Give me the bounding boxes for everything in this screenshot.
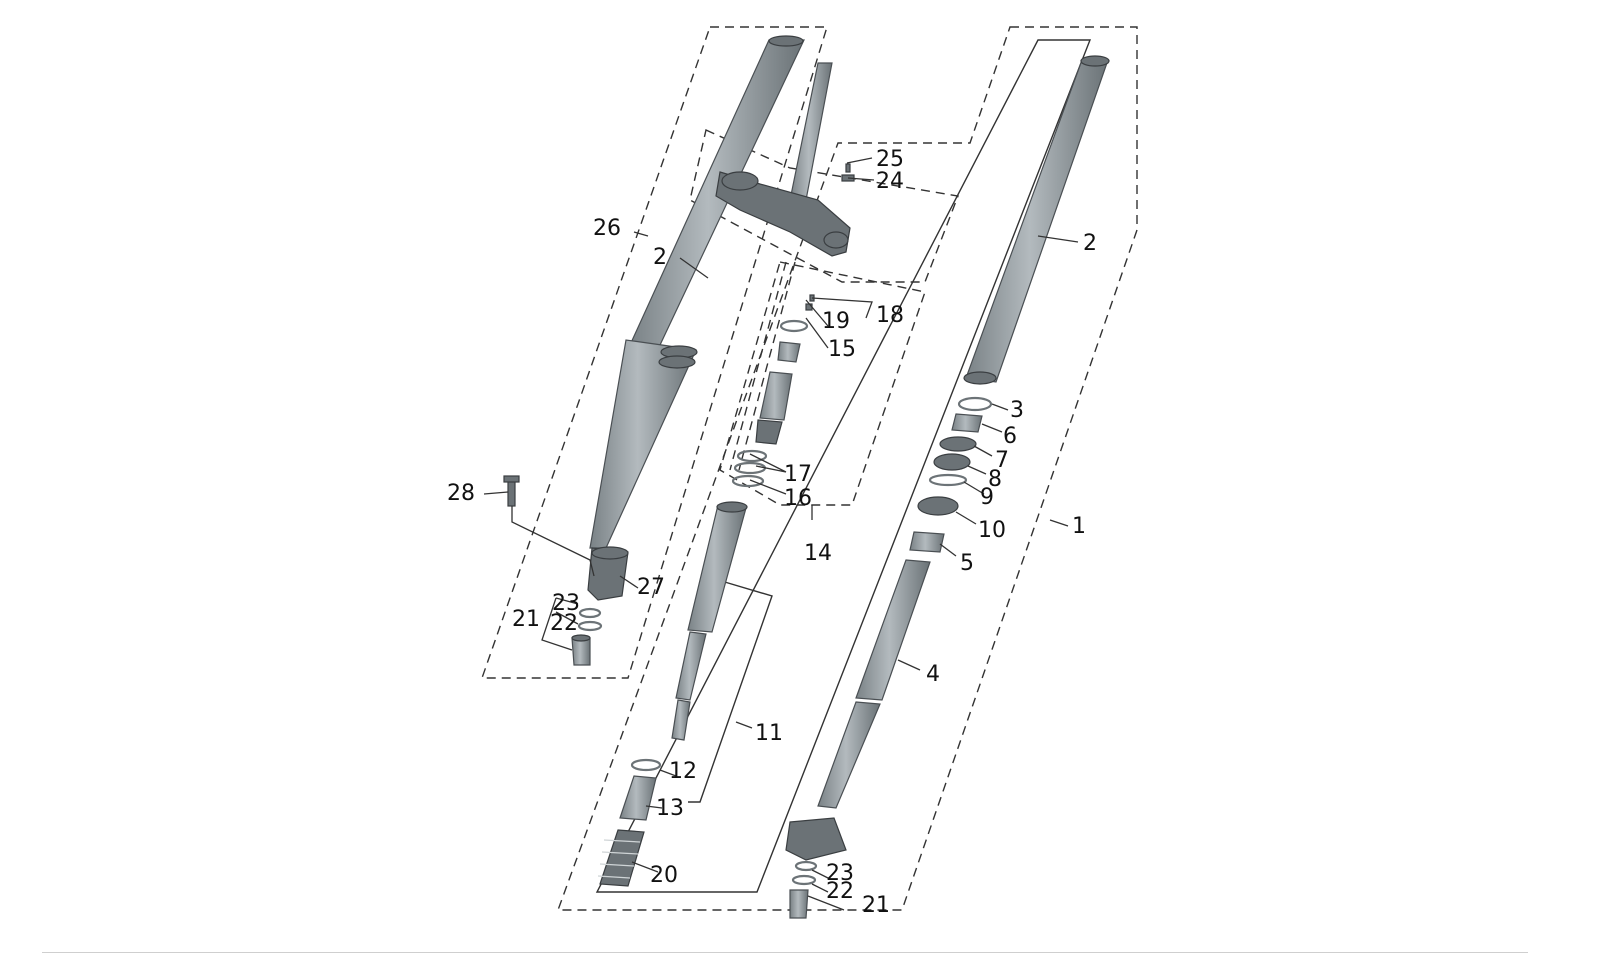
- assembly-1-boundary: [556, 26, 1138, 911]
- callout-1: 1: [1072, 514, 1086, 539]
- callout-21-left: 21: [512, 607, 540, 632]
- assembly-14-boundary: [719, 261, 926, 506]
- right-fork-slider: [785, 559, 931, 919]
- bottom-divider: [42, 952, 1528, 953]
- callout-5: 5: [960, 551, 974, 576]
- callout-12: 12: [669, 759, 697, 784]
- callout-7: 7: [995, 448, 1009, 473]
- callout-22-left: 22: [550, 611, 578, 636]
- callout-19: 19: [822, 309, 850, 334]
- right-fork-tube: [963, 55, 1110, 385]
- callout-10: 10: [978, 518, 1006, 543]
- assembly-26-boundary: [481, 26, 828, 679]
- callout-21-right: 21: [862, 893, 890, 918]
- callout-23-right: 23: [826, 861, 854, 886]
- callout-26: 26: [593, 216, 621, 241]
- callout-24: 24: [876, 169, 904, 194]
- callout-18: 18: [876, 303, 904, 328]
- callout-2-left: 2: [653, 245, 667, 270]
- callout-4: 4: [926, 662, 940, 687]
- callout-27: 27: [637, 575, 665, 600]
- callout-14: 14: [804, 541, 832, 566]
- assembly-11-frame: [688, 579, 773, 803]
- callout-15: 15: [828, 337, 856, 362]
- callout-6: 6: [1003, 424, 1017, 449]
- callout-13: 13: [656, 796, 684, 821]
- left-axle-nut-parts: [571, 607, 603, 666]
- callout-9: 9: [980, 485, 994, 510]
- triple-clamp: [715, 62, 851, 257]
- callout-20: 20: [650, 863, 678, 888]
- assembly-clamp-boundary: [689, 129, 959, 283]
- callout-labels: 26 2 25 24 18 19 15 17 16 14 2 3 6 7 8 9…: [447, 147, 1097, 918]
- assembly-1-frame: [595, 39, 1092, 893]
- callout-11: 11: [755, 721, 783, 746]
- leader-lines: [483, 157, 1079, 911]
- callout-2-right: 2: [1083, 231, 1097, 256]
- callout-28: 28: [447, 481, 475, 506]
- callout-22-right: 22: [826, 879, 854, 904]
- callout-23-left: 23: [552, 591, 580, 616]
- cartridge-top-parts: [731, 294, 815, 488]
- right-fork-seals: [909, 396, 993, 553]
- damper-rod: [597, 501, 748, 887]
- callout-25: 25: [876, 147, 904, 172]
- callout-17: 17: [784, 462, 812, 487]
- callout-16: 16: [784, 486, 812, 511]
- axle-bolt-left: [503, 475, 520, 507]
- callout-8: 8: [988, 467, 1002, 492]
- left-fork-tube: [589, 35, 805, 549]
- left-fork-foot: [587, 546, 629, 601]
- callout-3: 3: [1010, 398, 1024, 423]
